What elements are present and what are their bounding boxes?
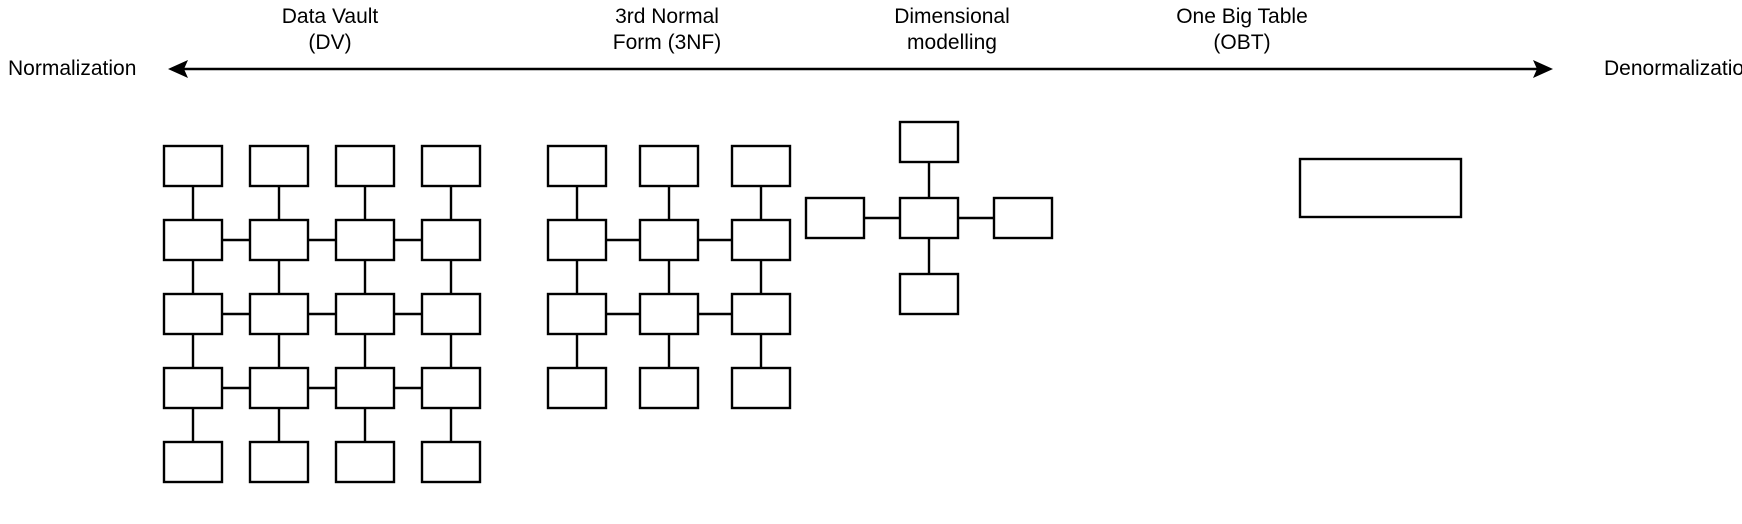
arrow-head-right <box>1533 60 1553 78</box>
column-heading-dimensional: Dimensional modelling <box>894 5 1010 54</box>
column-heading-one-big-table: One Big Table (OBT) <box>1176 5 1308 54</box>
dimension-box-south <box>898 272 960 316</box>
entity-box <box>638 366 700 410</box>
entity-box <box>334 218 396 262</box>
entity-box <box>546 218 608 262</box>
entity-box <box>334 440 396 484</box>
column-heading-data-vault: Data Vault (DV) <box>281 5 379 54</box>
entity-box <box>420 440 482 484</box>
entity-box <box>162 292 224 336</box>
dimension-box-west <box>804 196 866 240</box>
data-vault-group <box>162 144 482 484</box>
entity-box <box>162 144 224 188</box>
entity-box <box>730 218 792 262</box>
entity-box <box>248 440 310 484</box>
entity-box <box>248 144 310 188</box>
third-normal-form-group <box>546 144 792 410</box>
dimension-box-east <box>992 196 1054 240</box>
one-big-table-box <box>1298 157 1463 219</box>
entity-box <box>730 292 792 336</box>
entity-box <box>334 144 396 188</box>
entity-box <box>730 366 792 410</box>
entity-box <box>334 292 396 336</box>
fact-box-center <box>898 196 960 240</box>
axis-label-denormalization: Denormalization <box>1604 57 1742 80</box>
entity-box <box>162 218 224 262</box>
entity-box <box>162 366 224 410</box>
entity-box <box>546 366 608 410</box>
one-big-table-group <box>1298 157 1463 219</box>
entity-box <box>420 292 482 336</box>
entity-box <box>420 144 482 188</box>
entity-box <box>248 292 310 336</box>
entity-box <box>420 218 482 262</box>
entity-box <box>546 292 608 336</box>
entity-box <box>334 366 396 410</box>
entity-box <box>638 144 700 188</box>
entity-box <box>248 366 310 410</box>
arrow-head-left <box>168 60 188 78</box>
entity-box <box>730 144 792 188</box>
entity-box <box>162 440 224 484</box>
entity-box <box>638 218 700 262</box>
entity-box <box>248 218 310 262</box>
dimension-box-north <box>898 120 960 164</box>
entity-box <box>420 366 482 410</box>
entity-box <box>546 144 608 188</box>
entity-box <box>638 292 700 336</box>
dimensional-group <box>804 120 1054 316</box>
axis-label-normalization: Normalization <box>8 57 137 80</box>
column-heading-third-normal: 3rd Normal Form (3NF) <box>612 5 722 54</box>
